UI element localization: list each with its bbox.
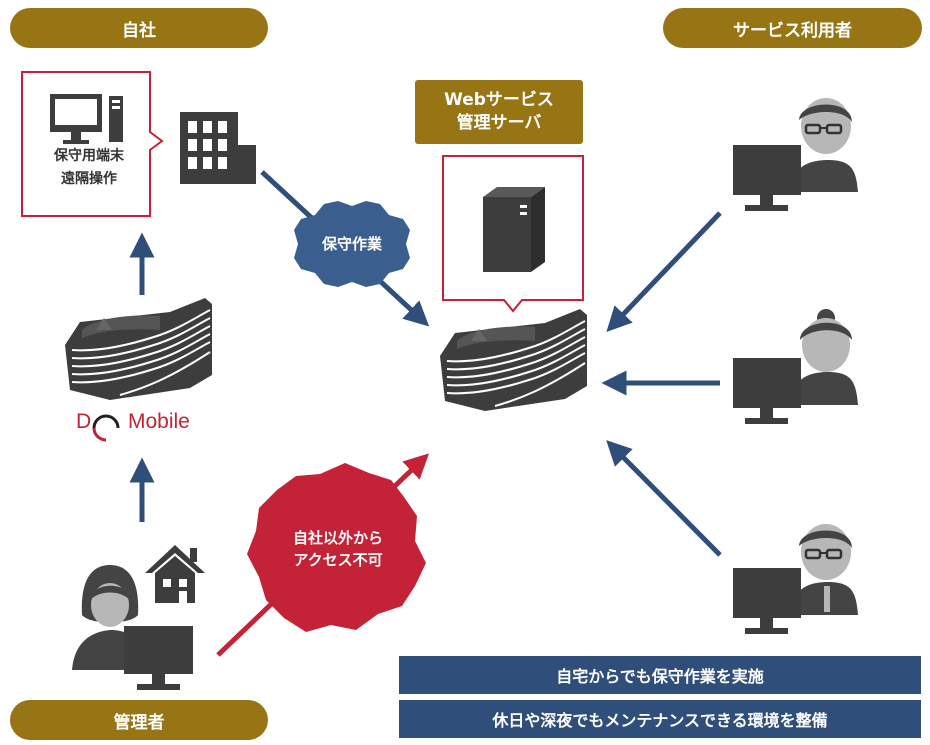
service-users-label: サービス利用者 [663,8,922,48]
blocked-line2: アクセス不可 [293,551,383,569]
computer-icon [50,94,123,144]
user-with-glasses-2 [733,524,858,634]
maintenance-badge-text: 保守作業 [321,235,382,253]
remote-terminal-note: 保守用端末 遠隔操作 [24,145,154,191]
monitor-icon [733,568,801,634]
benefit-bar-1: 自宅からでも保守作業を実施 [399,656,921,694]
blocked-badge-text: 自社以外から アクセス不可 [276,527,400,571]
remote-terminal-callout [21,71,164,217]
arrow-user3-to-dc [606,440,722,557]
data-center-icon-left [65,298,212,400]
user-with-glasses-1 [733,98,858,211]
monitor-icon [733,358,801,424]
arrow-user1-to-dc [606,211,722,333]
logo-mark-icon [92,414,120,442]
person-icon [790,98,858,192]
server-callout [442,155,584,313]
person-icon [72,565,140,670]
benefit-bar-2: 休日や深夜でもメンテナンスできる環境を整備 [399,700,921,738]
own-company-label: 自社 [10,8,268,48]
remote-terminal-line1: 保守用端末 [54,148,124,164]
monitor-icon [733,145,801,211]
office-building-icon [180,112,256,184]
blocked-badge [247,463,426,632]
monitor-icon [124,626,193,690]
server-label-line1: Webサービス [444,90,554,110]
administrator-person [72,565,193,690]
blocked-line1: 自社以外から [292,529,383,547]
logo-name: Mobile [128,410,190,433]
remote-terminal-line2: 遠隔操作 [61,171,117,187]
maintenance-badge [294,201,410,287]
d-mobile-logo: D Mobile [76,408,212,440]
person-icon [790,524,858,615]
server-icon [483,187,545,272]
logo-prefix: D [76,410,92,433]
data-center-icon-center [440,309,587,411]
house-icon [145,545,205,603]
person-icon [790,309,858,405]
server-label-line2: 管理サーバ [456,113,542,133]
user-with-bun [733,309,858,424]
administrator-label: 管理者 [10,700,268,740]
server-label: Webサービス 管理サーバ [415,80,583,144]
